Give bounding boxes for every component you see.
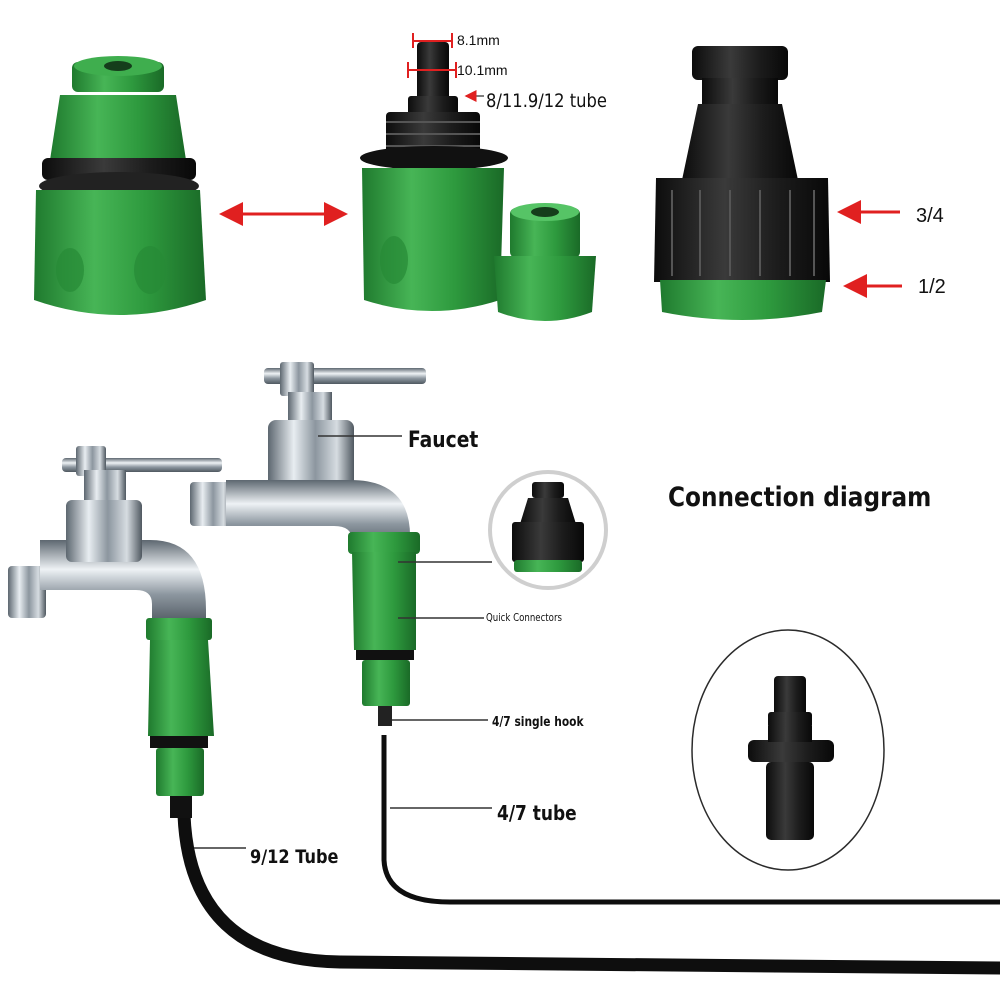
outer-diameter-label: 10.1mm	[457, 62, 508, 78]
faucet-label: Faucet	[408, 428, 479, 453]
dimension-markers	[407, 33, 484, 102]
quick-connectors-label: Quick Connectors	[486, 612, 562, 624]
single-hook-inset	[691, 629, 885, 871]
tube-9-12	[177, 808, 1000, 975]
leader-lines	[194, 435, 492, 849]
assembled-quick-connector	[34, 56, 206, 315]
tube-sizes-label: 8/11.9/12 tube	[486, 90, 607, 112]
thread-3-4-label: 3/4	[916, 205, 944, 227]
adapter-inset	[488, 470, 608, 590]
single-hook-label: 4/7 single hook	[492, 715, 584, 730]
right-faucet	[190, 362, 426, 726]
thread-1-2-label: 1/2	[918, 276, 946, 298]
tube-4-7	[381, 735, 1000, 905]
diagram-title: Connection diagram	[668, 482, 932, 513]
faucet-adapter	[654, 46, 830, 320]
disassembled-quick-connector	[360, 42, 596, 321]
tube-9-12-label: 9/12 Tube	[250, 846, 339, 868]
left-faucet	[8, 446, 222, 818]
tube-4-7-label: 4/7 tube	[497, 801, 577, 825]
inner-diameter-label: 8.1mm	[457, 32, 500, 48]
